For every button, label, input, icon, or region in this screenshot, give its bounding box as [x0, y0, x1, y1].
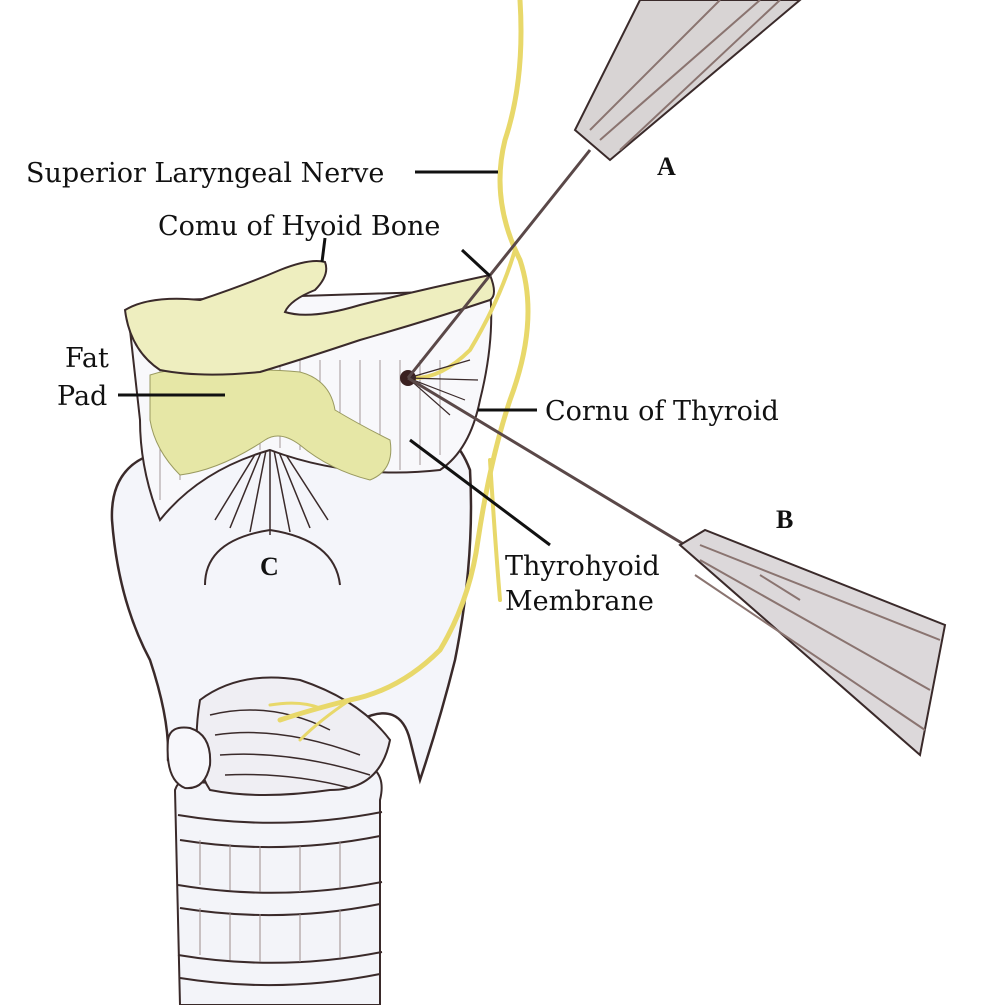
leader-lines: [118, 170, 551, 547]
label-thyrohyoid-line1: Thyrohyoid: [505, 551, 660, 582]
label-fat-pad-line2: Pad: [57, 381, 107, 412]
nerve-branch-lower: [488, 458, 502, 602]
label-fat-pad-line1: Fat: [65, 343, 109, 374]
larynx-illustration: [110, 0, 947, 1005]
label-cartilage-c: C: [260, 552, 279, 581]
label-cornu-thyroid: Cornu of Thyroid: [545, 396, 779, 427]
label-needle-b: B: [776, 505, 793, 534]
label-needle-a: A: [657, 152, 676, 181]
label-thyrohyoid-line2: Membrane: [505, 586, 654, 617]
trachea: [173, 769, 383, 1005]
nerve-branch-muscle: [268, 698, 352, 742]
cricoid-arch: [204, 429, 341, 586]
superior-laryngeal-nerve: [277, 0, 531, 723]
needle-a: [406, 0, 802, 379]
needle-b: [407, 376, 947, 757]
cricoid-knob: [166, 726, 212, 790]
injection-spread-lines: [407, 359, 479, 416]
label-cornu-hyoid-bone: Comu of Hyoid Bone: [158, 211, 440, 242]
label-superior-laryngeal-nerve: Superior Laryngeal Nerve: [26, 158, 384, 189]
hyoid-bone: [123, 260, 495, 376]
labels: Superior Laryngeal Nerve Comu of Hyoid B…: [26, 152, 793, 617]
nerve-internal-branch: [408, 248, 517, 381]
